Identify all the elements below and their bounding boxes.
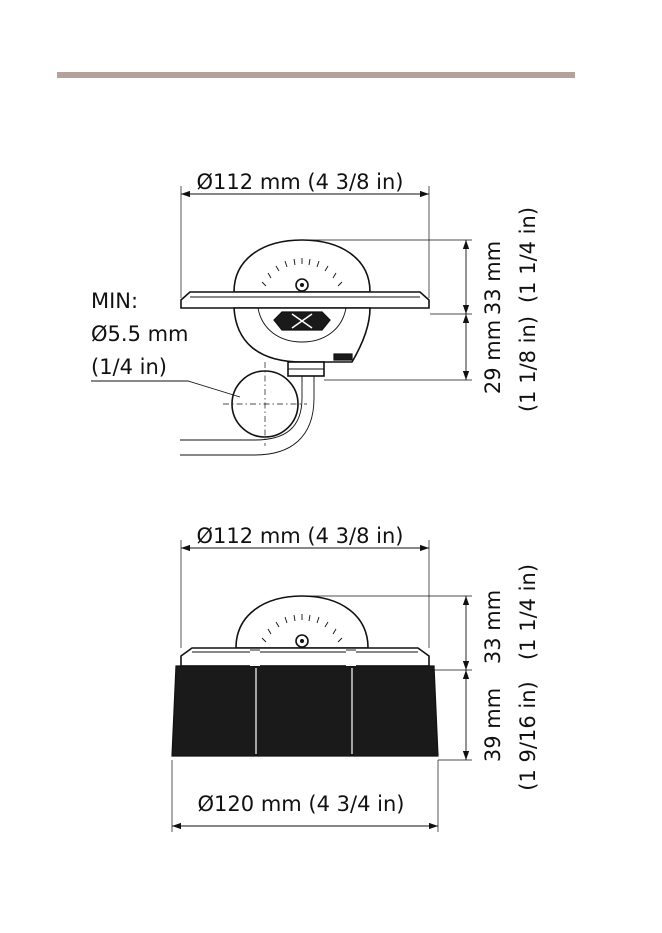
camera-side-view-top [181, 240, 429, 376]
bottom-upper-height-in: (1 1/4 in) [516, 564, 540, 660]
min-cable-leader-line [91, 381, 240, 397]
bottom-base-width-label: Ø120 mm (4 3/4 in) [198, 792, 405, 816]
mounting-flange-bottom-view [181, 648, 429, 666]
top-upper-height-in: (1 1/4 in) [516, 207, 540, 303]
bottom-figure: Ø112 mm (4 3/8 in) [172, 524, 540, 832]
bottom-upper-height-mm: 33 mm [481, 590, 505, 664]
top-figure: Ø112 mm (4 3/8 in) [91, 170, 540, 455]
top-lower-height-mm: 29 mm [481, 320, 505, 394]
top-lower-height-in: (1 1/8 in) [516, 316, 540, 412]
bottom-width-label: Ø112 mm (4 3/8 in) [197, 524, 404, 548]
housing-base [172, 666, 438, 756]
min-cable-label-line1: MIN: [91, 289, 138, 313]
top-upper-height-mm: 33 mm [481, 241, 505, 315]
top-width-label: Ø112 mm (4 3/8 in) [197, 170, 404, 194]
camera-side-view-bottom [172, 596, 438, 756]
mounting-flange [181, 292, 429, 308]
bottom-lower-height-in: (1 9/16 in) [516, 681, 540, 790]
bottom-lower-height-mm: 39 mm [481, 688, 505, 762]
min-cable-label-line2: Ø5.5 mm [91, 322, 189, 346]
min-cable-label-line3: (1/4 in) [91, 355, 167, 379]
